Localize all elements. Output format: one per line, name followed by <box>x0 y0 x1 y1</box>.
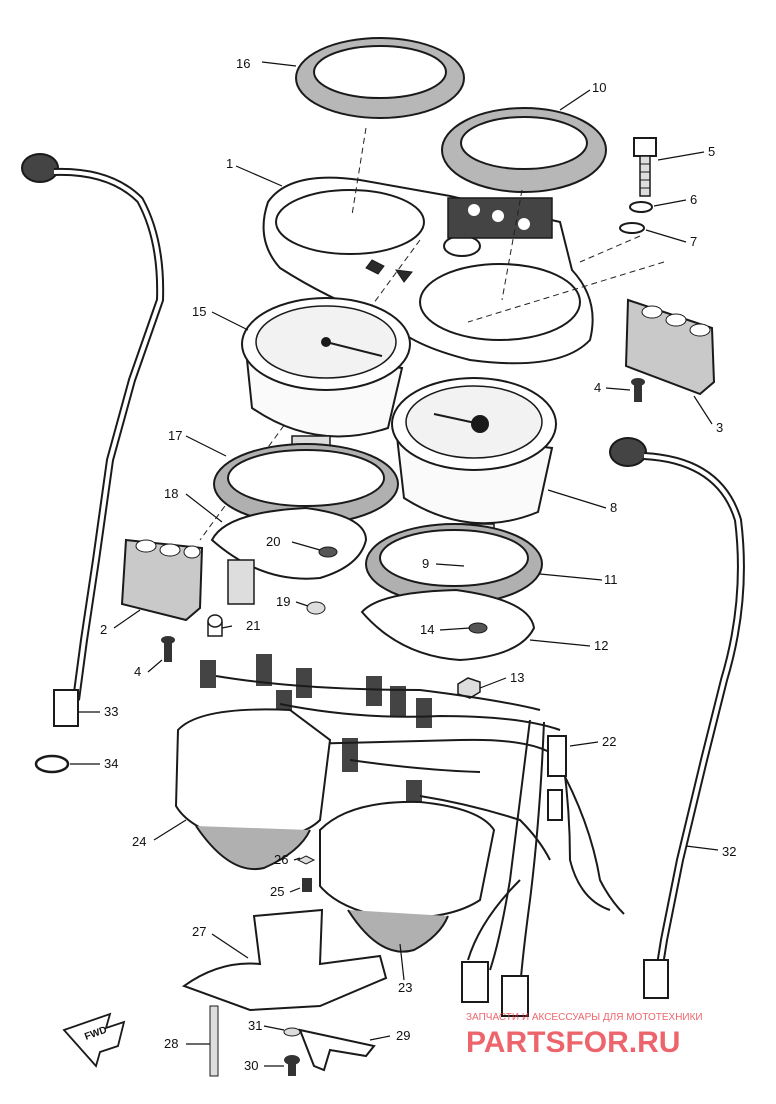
callout-33: 33 <box>104 704 118 719</box>
callout-23: 23 <box>398 980 412 995</box>
callout-26: 26 <box>274 852 288 867</box>
callout-12: 12 <box>594 638 608 653</box>
callout-14: 14 <box>420 622 434 637</box>
part-8-tachometer <box>391 377 557 577</box>
part-21-bulb <box>207 614 223 637</box>
callout-25: 25 <box>270 884 284 899</box>
callout-18: 18 <box>164 486 178 501</box>
callout-16: 16 <box>236 56 250 71</box>
leader-lines <box>70 61 719 1067</box>
callout-15: 15 <box>192 304 206 319</box>
callout-28: 28 <box>164 1036 178 1051</box>
callout-8: 8 <box>610 500 617 515</box>
callout-9: 9 <box>422 556 429 571</box>
callout-4-right: 4 <box>594 380 601 395</box>
part-20-grommet <box>318 546 338 558</box>
part-15-speedometer <box>241 297 411 485</box>
callout-29: 29 <box>396 1028 410 1043</box>
callout-10: 10 <box>592 80 606 95</box>
callout-1: 1 <box>226 156 233 171</box>
callout-32: 32 <box>722 844 736 859</box>
callout-3: 3 <box>716 420 723 435</box>
callout-19: 19 <box>276 594 290 609</box>
part-27-bracket <box>181 908 388 1012</box>
part-6-washer <box>629 201 653 213</box>
part-3-indicator-block <box>624 298 716 396</box>
part-11-gasket-ring <box>365 523 543 605</box>
part-33-cable <box>21 153 165 727</box>
part-29-bracket <box>298 1028 376 1072</box>
fwd-arrow-icon: FWD <box>62 1012 126 1068</box>
part-4-screw <box>631 378 645 402</box>
part-28-bolt <box>209 1005 219 1077</box>
part-12-plate <box>360 588 536 662</box>
watermark-tagline: ЗАПЧАСТИ И АКСЕССУАРЫ ДЛЯ МОТОТЕХНИКИ <box>466 1012 703 1023</box>
part-16-bezel-ring <box>295 37 465 119</box>
callout-34: 34 <box>104 756 118 771</box>
part-14-grommet <box>468 622 488 634</box>
part-2-indicator-block <box>120 538 204 622</box>
callout-17: 17 <box>168 428 182 443</box>
part-4-screw-left <box>161 636 175 662</box>
part-1-meter-housing <box>262 176 594 365</box>
callout-13: 13 <box>510 670 524 685</box>
part-25-screw <box>302 878 312 892</box>
part-17-gasket-ring <box>213 443 399 525</box>
callout-7: 7 <box>690 234 697 249</box>
part-10-bezel-ring <box>441 107 607 193</box>
part-26-washer <box>296 855 316 865</box>
part-19-nut <box>306 601 326 615</box>
part-24-case <box>174 708 332 871</box>
callout-24: 24 <box>132 834 146 849</box>
callout-11: 11 <box>604 572 618 587</box>
callout-20: 20 <box>266 534 280 549</box>
part-30-screw <box>284 1055 300 1076</box>
callout-30: 30 <box>244 1058 258 1073</box>
callout-2: 2 <box>100 622 107 637</box>
callout-22: 22 <box>602 734 616 749</box>
callout-27: 27 <box>192 924 206 939</box>
part-31-washer <box>283 1027 301 1037</box>
callout-6: 6 <box>690 192 697 207</box>
part-5-bolt <box>633 137 657 197</box>
part-23-case <box>319 800 496 953</box>
watermark-brand: PARTSFOR.RU <box>466 1026 680 1059</box>
part-13-nut <box>457 677 481 699</box>
callout-4-left: 4 <box>134 664 141 679</box>
part-34-o-ring <box>34 754 70 774</box>
wiring-harness <box>215 675 625 1017</box>
callout-5: 5 <box>708 144 715 159</box>
part-7-washer <box>619 222 645 234</box>
watermark: ЗАПЧАСТИ И АКСЕССУАРЫ ДЛЯ МОТОТЕХНИКИ PA… <box>466 1012 703 1059</box>
callout-31: 31 <box>248 1018 262 1033</box>
part-18-plate <box>210 506 368 605</box>
callout-labels: 16 10 1 5 6 7 3 4 15 17 18 8 20 19 9 11 … <box>100 56 736 1073</box>
callout-21: 21 <box>246 618 260 633</box>
part-32-cable <box>609 437 745 999</box>
